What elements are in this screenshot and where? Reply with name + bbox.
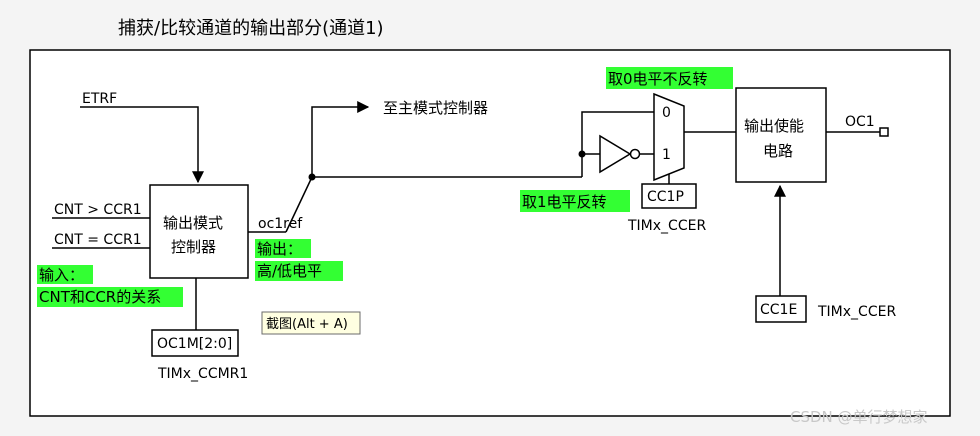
output-enable-circuit-line1: 输出使能 bbox=[744, 117, 804, 135]
no-invert-label: 取0电平不反转 bbox=[608, 70, 708, 88]
input-note-line2: CNT和CCR的关系 bbox=[39, 288, 161, 306]
invert-highlight bbox=[520, 190, 630, 212]
oc1m-label: OC1M[2:0] bbox=[157, 336, 232, 352]
inverter-symbol bbox=[599, 134, 632, 174]
output-note-line2: 高/低电平 bbox=[257, 262, 322, 280]
oc1ref-wire bbox=[285, 176, 313, 233]
input-note-highlight bbox=[37, 287, 183, 307]
mux-input0-label: 0 bbox=[662, 105, 671, 121]
cc1p-block bbox=[641, 183, 697, 209]
oc1m-block bbox=[151, 329, 239, 357]
cc1e-label: CC1E bbox=[760, 302, 797, 318]
no-invert-highlight bbox=[606, 67, 733, 89]
output-enable-circuit-line2: 电路 bbox=[763, 142, 793, 160]
cnt-eq-label: CNT = CCR1 bbox=[54, 232, 142, 248]
output-enable-circuit-block bbox=[735, 87, 827, 183]
output-note-highlight bbox=[255, 261, 343, 281]
cnt-gt-label: CNT > CCR1 bbox=[54, 202, 142, 218]
master-controller-label: 至主模式控制器 bbox=[383, 99, 488, 117]
inverter-bubble bbox=[629, 148, 641, 160]
ccer-register-label-cc1p: TIMx_CCER bbox=[627, 218, 706, 234]
oc1-label: OC1 bbox=[845, 114, 875, 130]
master-controller-wire bbox=[311, 101, 370, 177]
mux-input0-wire bbox=[581, 111, 654, 154]
mux-input1-label: 1 bbox=[662, 147, 671, 163]
ccmr1-register-label: TIMx_CCMR1 bbox=[157, 366, 248, 382]
oc1ref-label: oc1ref bbox=[258, 216, 303, 232]
cc1p-label: CC1P bbox=[647, 189, 684, 205]
oc1-pin bbox=[879, 127, 889, 137]
output-mode-controller-line2: 控制器 bbox=[171, 238, 216, 256]
output-mode-controller-block bbox=[149, 184, 249, 279]
output-note-line1: 输出： bbox=[257, 240, 302, 258]
ccer-register-label-cc1e: TIMx_CCER bbox=[817, 304, 896, 320]
etrf-label: ETRF bbox=[82, 91, 117, 107]
input-note-line1: 输入： bbox=[39, 266, 84, 284]
output-note-highlight bbox=[255, 239, 311, 258]
invert-label: 取1电平反转 bbox=[522, 193, 607, 211]
output-mode-controller-line1: 输出模式 bbox=[163, 214, 223, 232]
screenshot-tooltip-label: 截图(Alt + A) bbox=[266, 317, 348, 332]
watermark: CSDN @单行梦想家 bbox=[790, 408, 928, 426]
screenshot-tooltip bbox=[261, 311, 361, 335]
diagram-title: 捕获/比较通道的输出部分(通道1) bbox=[118, 18, 384, 39]
mux-symbol bbox=[653, 92, 685, 182]
input-note-highlight bbox=[37, 265, 93, 284]
cc1e-block bbox=[755, 295, 807, 323]
etrf-wire bbox=[80, 106, 204, 184]
